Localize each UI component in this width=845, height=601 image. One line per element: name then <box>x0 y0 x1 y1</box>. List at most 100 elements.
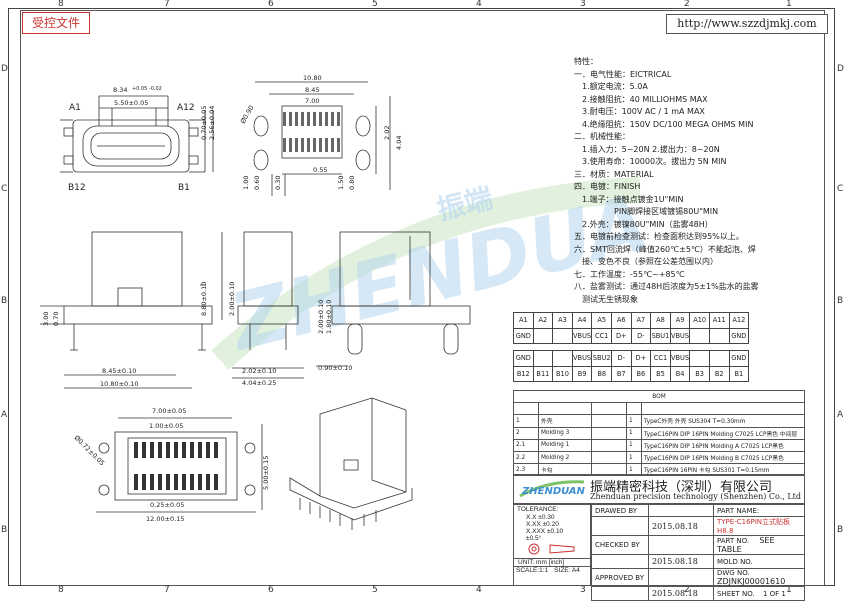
pin-cell: A12 <box>728 312 750 329</box>
bom-title: BOM <box>513 389 805 404</box>
pin-cell: A8 <box>650 312 671 329</box>
pin-cell: GND <box>728 350 750 367</box>
dwg-no-label: DWG NO. <box>717 569 750 577</box>
dim-0-30: 0.30 <box>274 176 282 190</box>
dim-1-00-b: 1.00±0.05 <box>149 422 183 430</box>
website-url[interactable]: http://www.szzdjmkj.com <box>666 14 828 34</box>
dim-8-34: 8.34 <box>113 86 127 94</box>
spec-line: 3.使用寿命：10000次。拔出力 5N MIN <box>582 157 727 166</box>
dim-8-34-tol: +0.05 -0.02 <box>132 86 162 92</box>
side-view-middle <box>200 231 304 379</box>
pin-cell <box>708 350 730 367</box>
sheet-no: 1 OF 1 <box>762 589 786 598</box>
checked-date: 2015.08.18 <box>648 554 714 569</box>
bom-cell: TypeC16PIN DIP 16PIN Molding C7025 LCP黑色… <box>641 426 805 440</box>
pin-cell: A9 <box>669 312 691 329</box>
bom-cell: 1 <box>626 414 642 428</box>
pcb-pads <box>283 112 340 152</box>
pin-cell: B12 <box>513 365 534 382</box>
pin-cell: B8 <box>591 365 612 382</box>
zone-top: 3 <box>580 0 586 9</box>
spec-line: 接、变色不良（参照在公差范围以内） <box>582 257 718 266</box>
pin-cell: B1 <box>728 365 750 382</box>
zone-top: 6 <box>268 0 274 9</box>
zone-left: B <box>1 296 8 306</box>
spec-line: 2.外壳：镀镍80U"MIN（盐雾48H） <box>582 219 713 229</box>
pin-a12-label: A12 <box>177 103 195 113</box>
dim-8-80: 8.80±0.10 <box>200 282 208 316</box>
bom-cell: TypeC16PIN DIP 16PIN Molding B C7025 LCP… <box>641 450 805 465</box>
spec-title: 特性： <box>574 57 598 66</box>
pin-cell: SBU1 <box>650 327 671 344</box>
pin-cell: VBUS <box>669 327 691 344</box>
dim-hole-0-90: Ø0.90 <box>239 104 256 125</box>
bom-cell: 1 <box>626 426 642 440</box>
bom-cell: 2.1 <box>513 438 539 452</box>
dim-0-25: 0.25±0.05 <box>150 501 184 509</box>
pin-cell: CC1 <box>650 350 671 367</box>
tolerance-row: X.X ±0.30 <box>526 514 555 521</box>
spec-line: PIN脚焊接区域镀锡80U"MIN <box>614 207 719 216</box>
pin-cell <box>689 327 710 344</box>
spec-line: 1.端子：接触点镀金1U"MIN <box>582 194 684 204</box>
spec-line: 八．盐雾测试：通过48H后浓度为5±1%盐水的盐雾 <box>574 282 759 291</box>
bom-cell: Molding 2 <box>538 450 592 465</box>
pin-cell: B5 <box>650 365 671 382</box>
pin-cell: B3 <box>689 365 710 382</box>
pin-cell <box>532 327 554 344</box>
dim-12-00: 12.00±0.15 <box>146 515 185 523</box>
dim-8-45: 8.45 <box>305 86 319 94</box>
pin-cell <box>532 350 554 367</box>
pin-b1-label: B1 <box>178 183 190 193</box>
zone-top: 8 <box>58 0 64 9</box>
dim-7-00: 7.00 <box>305 97 319 105</box>
pin-b12-label: B12 <box>68 183 86 193</box>
pin-cell: A2 <box>532 312 554 329</box>
pin-cell: GND <box>513 350 534 367</box>
zone-top: 4 <box>476 0 482 9</box>
unit-label: UNIT: mm [inch] <box>514 558 590 566</box>
sheet-no-label: SHEET NO. <box>717 589 755 598</box>
pin-cell: CC1 <box>591 327 612 344</box>
zone-top: 2 <box>684 0 690 9</box>
company-name-cn: 振端精密科技（深圳）有限公司 <box>590 480 773 495</box>
spec-line: 1.插入力：5~20N 2.拔出力：8~20N <box>582 144 720 154</box>
scale-label: SCALE:1:1 <box>516 567 549 574</box>
mold-no-label: MOLD NO. <box>713 554 805 569</box>
part-name: TYPE-C16PIN立式贴板H8.8 <box>713 516 805 536</box>
zone-bottom: 5 <box>372 585 378 595</box>
dim-2-00: 2.00±0.10 <box>228 282 236 316</box>
spec-line: 2.接触阻抗：40 MILLIOHMS MAX <box>582 94 708 104</box>
dim-10-80-b: 10.80±0.10 <box>100 380 139 388</box>
pin-cell: A3 <box>552 312 573 329</box>
bom-cell: 1 <box>513 414 539 428</box>
pin-cell: A6 <box>610 312 632 329</box>
dim-0-80: 0.80 <box>348 176 356 190</box>
spec-line: 七．工作温度：-55℃~+85℃ <box>574 269 685 279</box>
zone-right: A <box>837 410 844 420</box>
dim-2-00-b: 2.00±0.10 <box>317 300 325 334</box>
zone-bottom: 4 <box>476 585 482 595</box>
dim-5-50: 5.50±0.05 <box>114 99 148 107</box>
tolerance-row: X.XX ±0.20 <box>526 521 559 528</box>
pin-cell <box>552 350 573 367</box>
bom-cell: 1 <box>626 438 642 452</box>
dim-2-02: 2.02 <box>383 126 391 140</box>
zone-left: B <box>1 525 8 535</box>
company-logo: ZHENDUAN <box>519 480 586 498</box>
bom-cell: TypeC16PIN 16PIN 卡勾 SUS301 T=0.15mm <box>641 463 805 477</box>
approved-by-label: APPROVED BY <box>591 568 649 587</box>
pin-cell: SBU2 <box>591 350 612 367</box>
dim-hole-0-72: Ø0.72±0.05 <box>73 434 107 468</box>
pin-cell: D+ <box>610 327 632 344</box>
bom-cell: Molding 1 <box>538 438 592 452</box>
projection-symbol-icon <box>528 543 575 555</box>
bottom-footprint <box>96 417 263 513</box>
logo-text: ZHENDUAN <box>521 486 586 497</box>
pin-cell <box>552 327 573 344</box>
zone-bottom: 8 <box>58 585 64 595</box>
spec-line: 二．机械性能： <box>574 132 630 141</box>
